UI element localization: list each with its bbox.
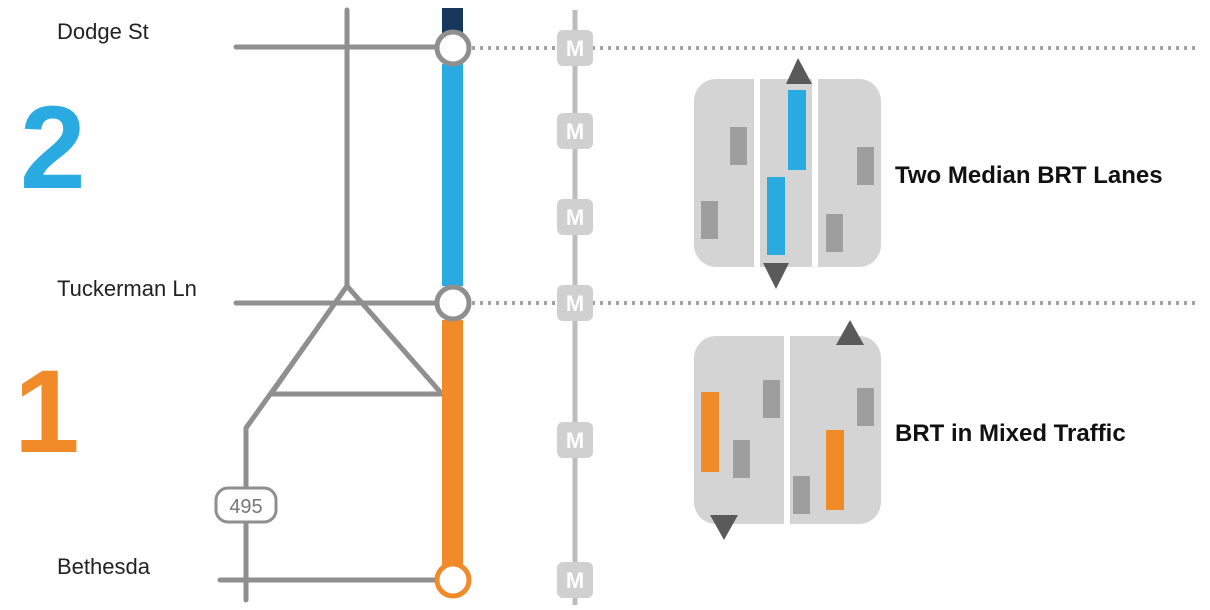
segment-number-1: 1 — [14, 346, 80, 478]
vehicle-car — [733, 440, 750, 478]
beltway-road — [243, 337, 312, 603]
metro-station-icon: M — [557, 30, 593, 66]
metro-letter: M — [566, 205, 584, 230]
route-495-shield: 495 — [214, 486, 278, 524]
brt-bus-northbound — [788, 90, 806, 170]
vehicle-car — [730, 127, 747, 165]
station-dodge[interactable] — [434, 29, 472, 67]
metro-station-icon: M — [557, 113, 593, 149]
brt-bus-southbound — [767, 177, 785, 255]
station-bethesda[interactable] — [434, 561, 472, 599]
panel-two-median-lanes — [694, 58, 881, 289]
vehicle-car — [793, 476, 810, 514]
segment-2-line — [442, 64, 463, 286]
vehicle-car — [857, 147, 874, 185]
arrow-up-icon — [786, 58, 812, 84]
road-network — [217, 7, 457, 603]
stop-label-dodge: Dodge St — [57, 19, 149, 44]
route-495-label: 495 — [229, 496, 262, 518]
metro-letter: M — [566, 291, 584, 316]
lane-divider — [754, 79, 760, 267]
arrow-down-icon — [763, 263, 789, 289]
metro-station-icon: M — [557, 199, 593, 235]
brt-bus-southbound — [701, 392, 719, 472]
metro-station-icon: M — [557, 562, 593, 598]
lane-divider — [812, 79, 818, 267]
arrow-down-icon — [710, 515, 738, 540]
panel-mixed-traffic — [694, 320, 881, 540]
arrow-up-icon — [836, 320, 864, 345]
vehicle-car — [857, 388, 874, 426]
lane-divider — [784, 336, 790, 524]
stop-label-bethesda: Bethesda — [57, 554, 151, 579]
segment-1-line — [442, 320, 463, 566]
panel-label-two-median: Two Median BRT Lanes — [895, 162, 1163, 189]
vehicle-car — [826, 214, 843, 252]
metro-line: M M M M M M — [557, 10, 593, 605]
station-tuckerman[interactable] — [434, 284, 472, 322]
vehicle-car — [763, 380, 780, 418]
brt-bus-northbound — [826, 430, 844, 510]
metro-letter: M — [566, 568, 584, 593]
metro-letter: M — [566, 428, 584, 453]
metro-station-icon: M — [557, 422, 593, 458]
panel-label-mixed-traffic: BRT in Mixed Traffic — [895, 420, 1126, 447]
metro-letter: M — [566, 119, 584, 144]
stop-label-tuckerman: Tuckerman Ln — [57, 276, 197, 301]
segment-number-2: 2 — [20, 82, 86, 214]
vehicle-car — [701, 201, 718, 239]
metro-letter: M — [566, 36, 584, 61]
metro-station-icon: M — [557, 285, 593, 321]
